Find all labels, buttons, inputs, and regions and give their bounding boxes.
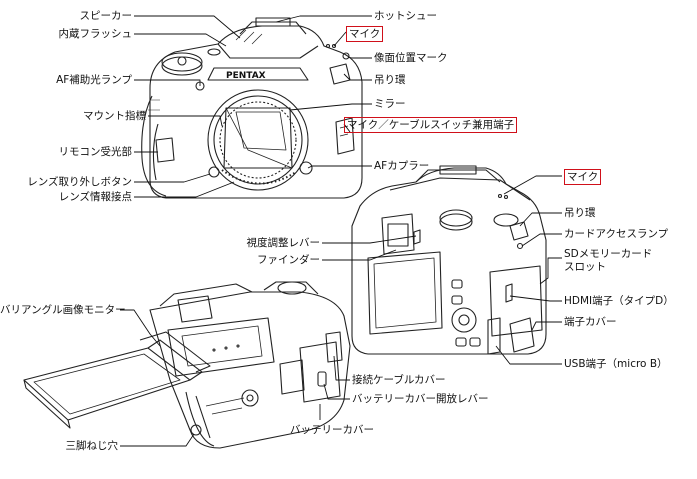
label-hdmi-terminal: HDMI端子（タイプD） <box>564 295 674 307</box>
label-diopter-lever: 視度調整レバー <box>246 237 321 249</box>
label-viewfinder: ファインダー <box>257 254 320 266</box>
label-hot-shoe: ホットシュー <box>374 10 437 22</box>
label-image-plane-mark: 像面位置マーク <box>374 52 448 64</box>
label-vari-angle-monitor: バリアングル画像モニター <box>0 304 126 316</box>
leader-lines <box>120 15 562 447</box>
label-lens-release-button: レンズ取り外しボタン <box>27 176 132 188</box>
label-tripod-socket: 三脚ねじ穴 <box>65 440 119 452</box>
label-sd-card-slot-line2: スロット <box>564 261 606 273</box>
label-battery-cover: バッテリーカバー <box>290 424 374 436</box>
label-af-assist-lamp: AF補助光ランプ <box>56 74 132 86</box>
pentax-logo: PENTAX <box>226 71 266 81</box>
front-camera-illustration <box>141 17 363 199</box>
label-strap-lug-front: 吊り環 <box>374 74 406 86</box>
label-mount-index: マウント指標 <box>83 110 146 122</box>
label-strap-lug-back: 吊り環 <box>564 207 596 219</box>
label-mirror: ミラー <box>374 98 406 110</box>
label-terminal-cover: 端子カバー <box>564 316 617 328</box>
label-builtin-flash: 内蔵フラッシュ <box>58 28 133 40</box>
label-af-coupler: AFカプラー <box>374 160 430 172</box>
back-camera-illustration <box>351 165 547 355</box>
label-card-access-lamp: カードアクセスランプ <box>564 228 669 240</box>
label-mic-cable-terminal: マイク／ケーブルスイッチ兼用端子 <box>344 117 518 133</box>
label-speaker: スピーカー <box>79 10 133 22</box>
label-cable-cover: 接続ケーブルカバー <box>352 374 446 386</box>
label-mic-front: マイク <box>346 26 384 42</box>
bottom-camera-illustration <box>23 281 351 449</box>
label-sd-card-slot-line1: SDメモリーカード <box>564 248 653 260</box>
label-mic-back: マイク <box>564 169 602 185</box>
label-usb-terminal: USB端子（micro B） <box>564 358 668 370</box>
label-lens-info-contacts: レンズ情報接点 <box>58 191 132 203</box>
label-battery-cover-lever: バッテリーカバー開放レバー <box>352 393 489 405</box>
label-remote-receiver: リモコン受光部 <box>58 146 133 158</box>
